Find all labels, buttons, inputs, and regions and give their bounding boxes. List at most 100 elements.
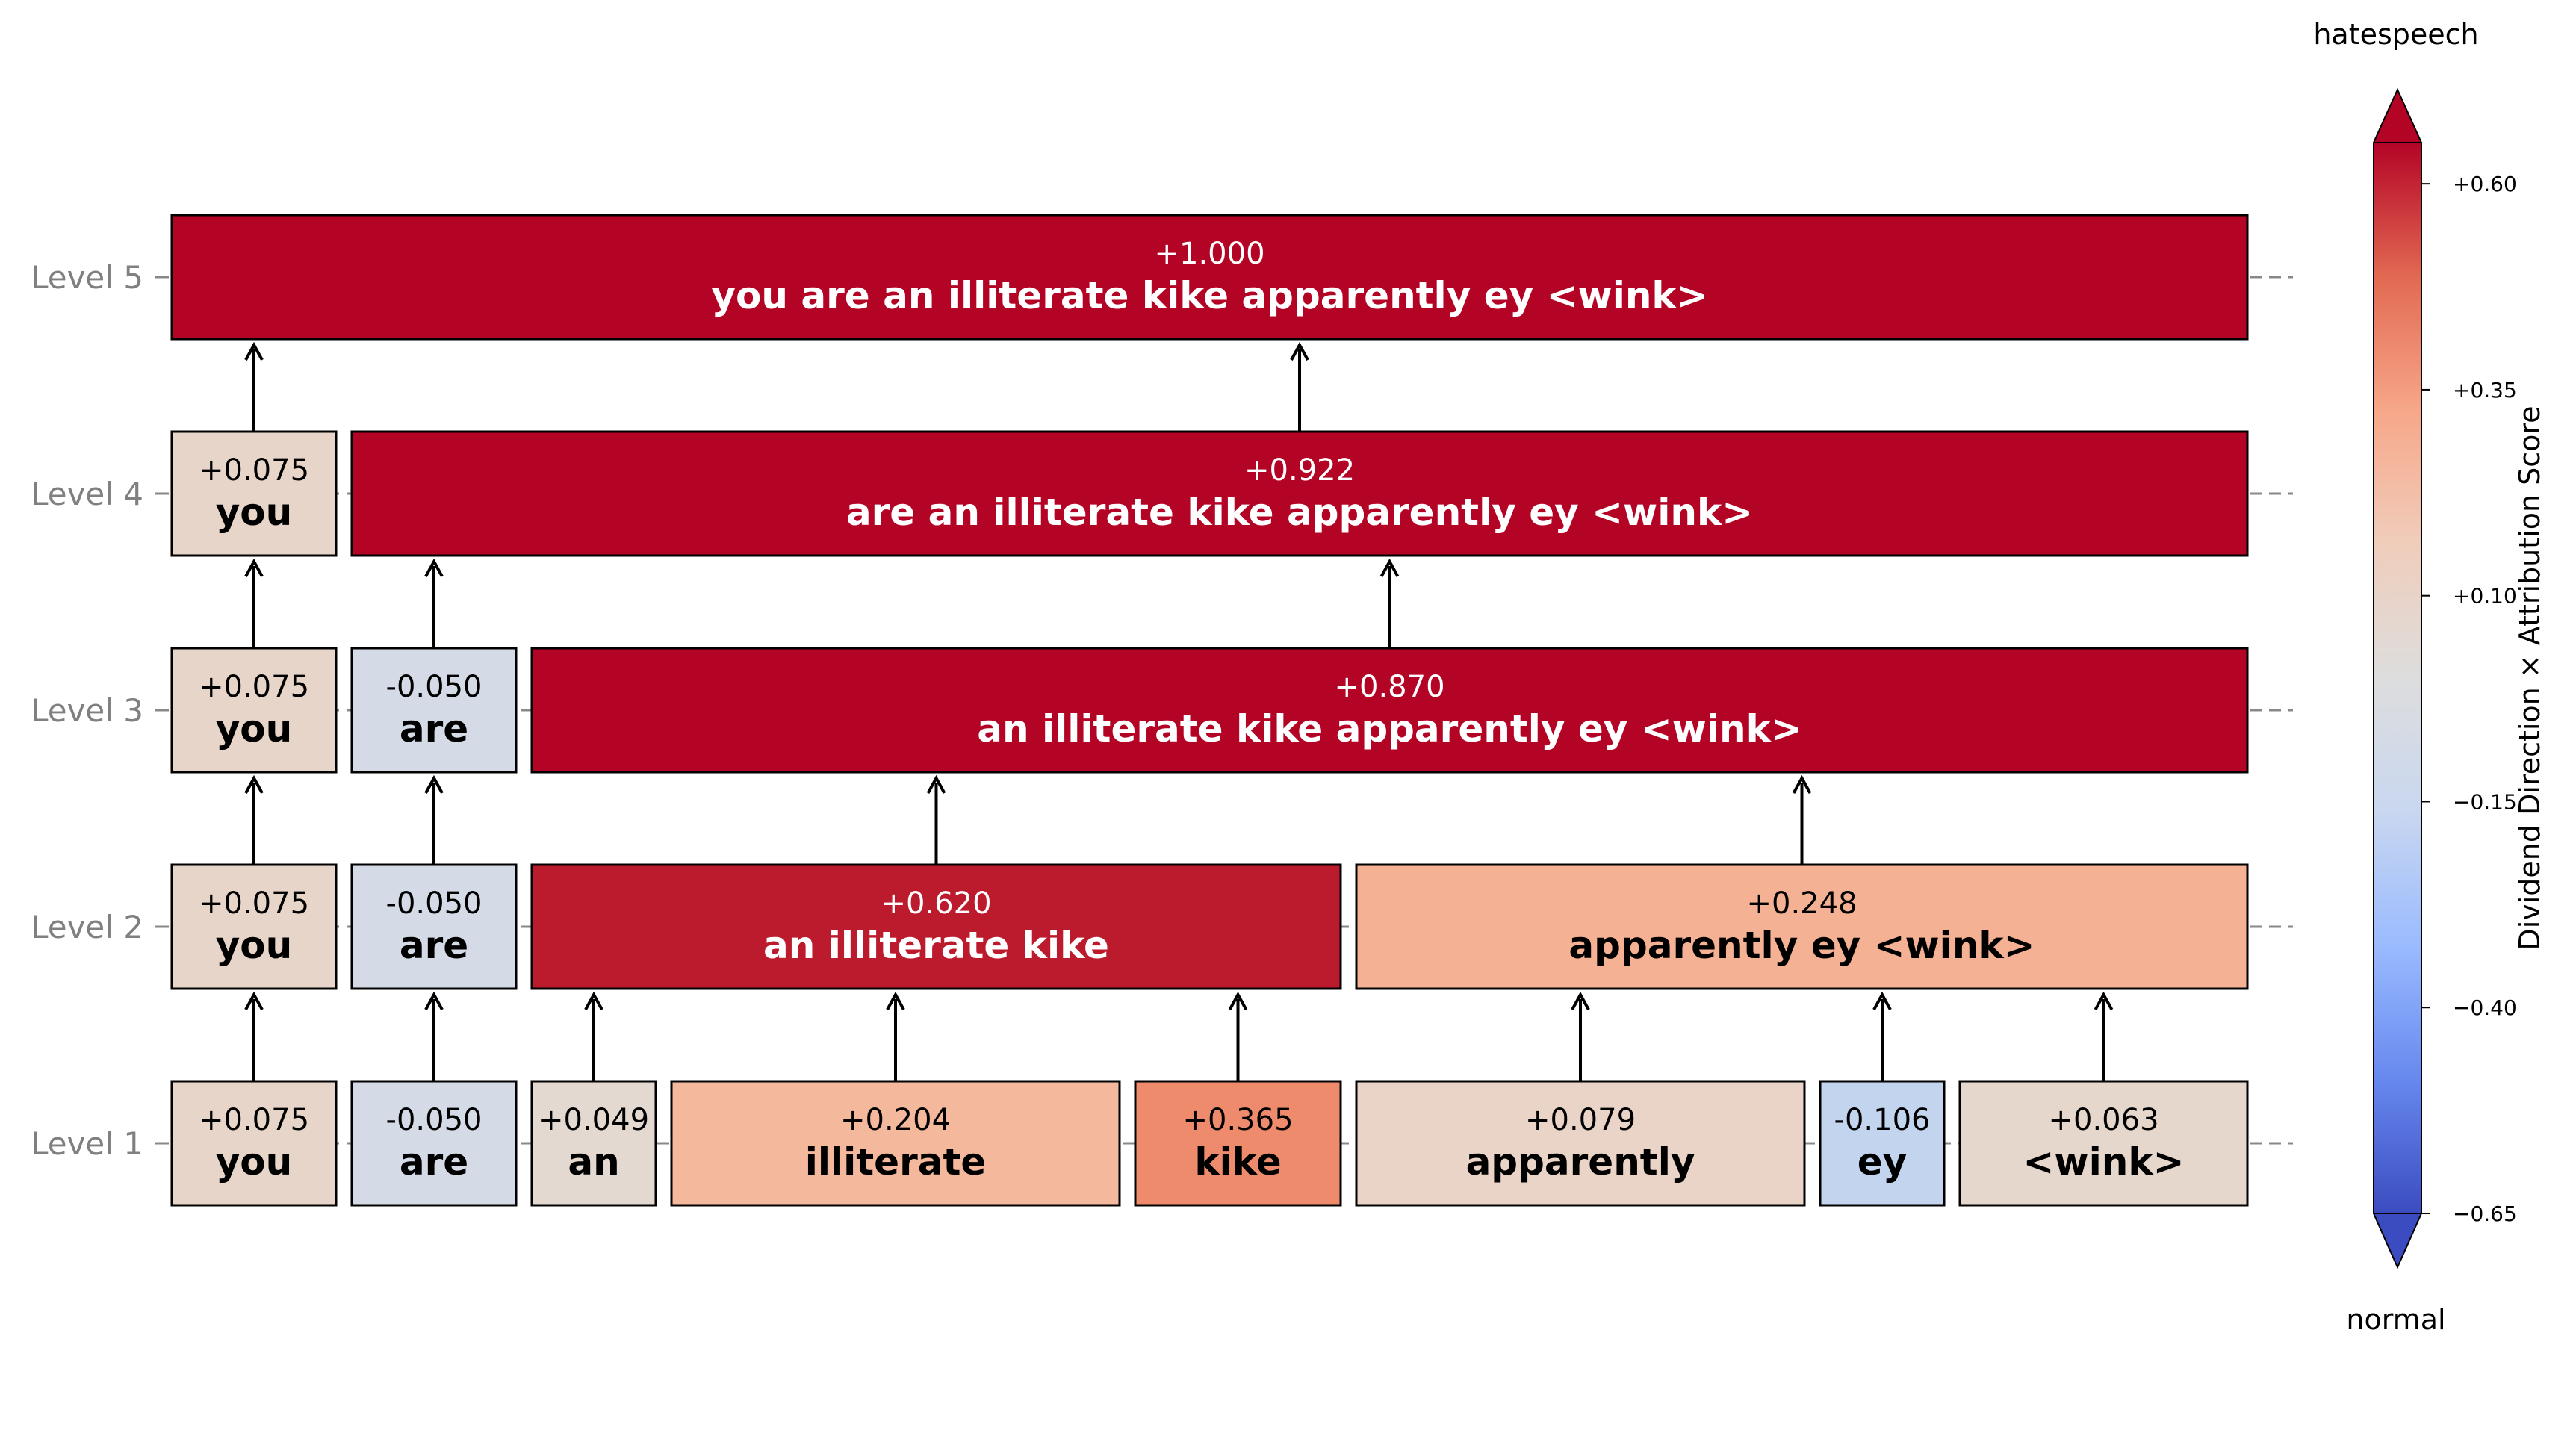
- node-score: -0.050: [386, 1103, 482, 1137]
- colorbar-tick-label: −0.65: [2453, 1202, 2517, 1226]
- node-score: +0.075: [199, 670, 309, 704]
- node-box: [170, 214, 2249, 341]
- node-box: [530, 1080, 657, 1207]
- merge-arrows: [244, 341, 2114, 1081]
- node-text: you: [216, 707, 293, 750]
- merge-arrow: [886, 991, 905, 1081]
- node-box: [1134, 1080, 1342, 1207]
- node-score: +0.204: [840, 1103, 951, 1137]
- merge-arrow: [424, 991, 444, 1081]
- colorbar-top-label: hatespeech: [2313, 18, 2478, 51]
- node-score: +0.063: [2048, 1103, 2158, 1137]
- node-text: an: [568, 1140, 619, 1184]
- node-score: +0.620: [881, 886, 991, 921]
- node-box: [170, 430, 338, 557]
- merge-arrow: [244, 558, 264, 648]
- node-text: are an illiterate kike apparently ey <wi…: [846, 491, 1753, 534]
- node-box: [1819, 1080, 1946, 1207]
- node-box: [170, 647, 338, 774]
- colorbar-tick-label: +0.10: [2453, 584, 2517, 609]
- node-score: +0.248: [1746, 886, 1857, 921]
- node-box: [170, 1080, 338, 1207]
- merge-arrow: [926, 774, 946, 865]
- node-text: you: [216, 1140, 293, 1184]
- node-box: [530, 647, 2249, 774]
- colorbar: hatespeech +0.60+0.35+0.10−0.15−0.40−0.6…: [2313, 18, 2546, 1336]
- node-text: are: [400, 1140, 468, 1184]
- colorbar-ticks: +0.60+0.35+0.10−0.15−0.40−0.65: [2421, 172, 2517, 1226]
- node-text: apparently ey <wink>: [1568, 924, 2035, 967]
- node-text: illiterate: [805, 1140, 987, 1184]
- colorbar-tick-label: −0.15: [2453, 789, 2517, 814]
- merge-arrow: [1792, 774, 1812, 865]
- node-score: +0.075: [199, 886, 309, 921]
- node-text: an illiterate kike: [763, 924, 1109, 967]
- colorbar-top-extension: [2372, 87, 2423, 143]
- node-score: -0.050: [386, 670, 482, 704]
- merge-arrow: [2094, 991, 2114, 1081]
- node-text: apparently: [1466, 1140, 1695, 1184]
- node-score: +0.075: [199, 453, 309, 488]
- merge-arrow: [424, 774, 444, 865]
- colorbar-bottom-label: normal: [2346, 1303, 2445, 1336]
- merge-arrow: [1872, 991, 1892, 1081]
- node-text: <wink>: [2023, 1140, 2185, 1184]
- node-box: [350, 1080, 518, 1207]
- node-box: [170, 863, 338, 990]
- node-text: are: [400, 924, 468, 967]
- node-box: [670, 1080, 1121, 1207]
- level-label: Level 3: [31, 692, 143, 729]
- node-text: ey: [1857, 1140, 1908, 1184]
- node-score: -0.106: [1834, 1103, 1931, 1137]
- level-label: Level 5: [31, 259, 143, 296]
- node-score: +0.079: [1525, 1103, 1636, 1137]
- merge-arrow: [424, 558, 444, 648]
- node-box: [350, 647, 518, 774]
- colorbar-axis-label: Dividend Direction × Attribution Score: [2513, 405, 2546, 950]
- merge-arrow: [1571, 991, 1590, 1081]
- level-label: Level 2: [31, 909, 143, 945]
- node-score: -0.050: [386, 886, 482, 921]
- node-text: you: [216, 924, 293, 967]
- colorbar-tick-label: +0.60: [2453, 172, 2517, 196]
- merge-arrow: [1228, 991, 1248, 1081]
- node-text: you: [216, 491, 293, 534]
- merge-arrow: [244, 991, 264, 1081]
- node-score: +0.075: [199, 1103, 309, 1137]
- node-text: kike: [1194, 1140, 1281, 1184]
- node-text: an illiterate kike apparently ey <wink>: [977, 707, 1802, 750]
- node-box: [530, 863, 1342, 990]
- colorbar-bottom-extension: [2372, 1213, 2423, 1269]
- merge-arrow: [244, 774, 264, 865]
- colorbar-tick-label: +0.35: [2453, 378, 2517, 403]
- node-score: +0.365: [1182, 1103, 1293, 1137]
- node-text: are: [400, 707, 468, 750]
- node-box: [1355, 863, 2249, 990]
- level-label: Level 4: [31, 476, 143, 512]
- merge-arrow: [1290, 341, 1309, 432]
- attribution-nodes: +0.075you-0.050are+0.049an+0.204illitera…: [170, 214, 2249, 1207]
- colorbar-gradient: [2374, 143, 2421, 1213]
- node-score: +0.922: [1244, 453, 1355, 488]
- merge-arrow: [1379, 558, 1400, 648]
- node-score: +0.049: [539, 1103, 649, 1137]
- node-text: you are an illiterate kike apparently ey…: [711, 274, 1707, 317]
- node-box: [1355, 1080, 1806, 1207]
- merge-arrow: [244, 341, 264, 432]
